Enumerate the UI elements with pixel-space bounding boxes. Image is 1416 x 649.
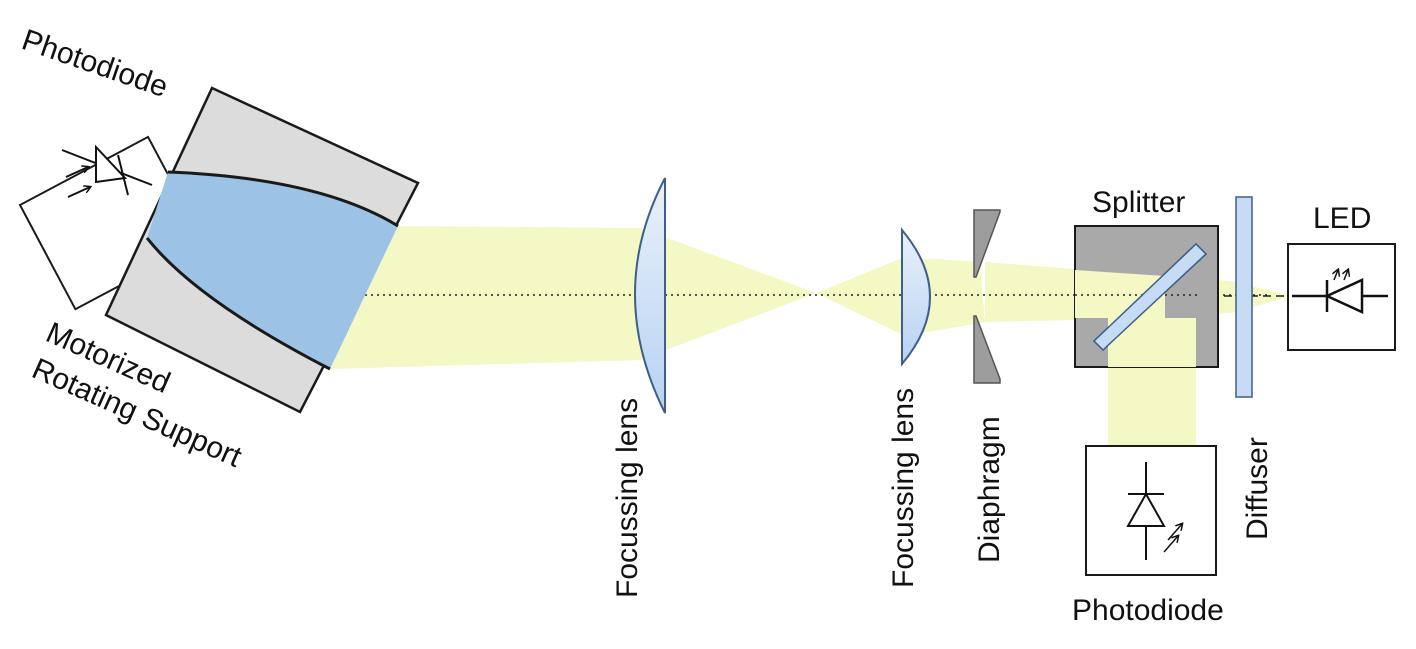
diaphragm: [973, 209, 1001, 384]
photodiode-bottom-label: Photodiode: [1072, 594, 1224, 627]
beam-sample-to-lens1: [330, 226, 816, 369]
focusing-lens-large: [634, 177, 666, 414]
photodiode-bottom-box: [1085, 445, 1217, 576]
photodiode-top-label: Photodiode: [18, 23, 172, 104]
led-label: LED: [1313, 202, 1371, 235]
diaphragm-label: Diaphragm: [973, 416, 1006, 563]
diffuser-label: Diffuser: [1241, 437, 1274, 540]
photodiode-bottom-symbol-icon: [1126, 462, 1182, 560]
beam-splitter-plate-front: [1092, 242, 1208, 352]
beam-lens1-to-lens2: [816, 257, 985, 336]
diaphragm-bottom-blade: [973, 315, 1001, 384]
sample-edge-bottom: [145, 237, 331, 371]
sample-edge-top: [167, 170, 399, 228]
diaphragm-top-blade: [973, 209, 1001, 278]
focusing-lens-small: [901, 227, 931, 367]
focusing-lens-small-label: Focussing lens: [887, 388, 920, 588]
splitter-label: Splitter: [1092, 186, 1185, 219]
sample-cell: [147, 172, 398, 369]
diffuser: [1235, 196, 1253, 398]
focusing-lens-large-label: Focussing lens: [611, 398, 644, 598]
photodiode-top-symbol-icon: [61, 144, 153, 198]
led-symbol-icon: [1292, 270, 1388, 314]
motorized-rotating-support: [104, 86, 420, 414]
